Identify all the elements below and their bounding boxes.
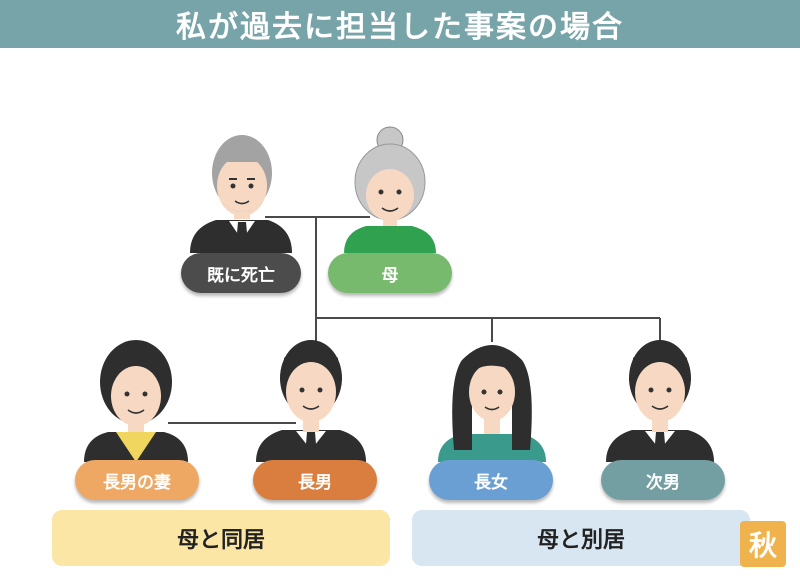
connector-lines [168, 216, 661, 424]
label-text: 長男の妻 [103, 472, 171, 493]
man-icon [606, 340, 714, 462]
elderly-woman-icon [344, 126, 436, 253]
label-text: 母 [381, 265, 399, 286]
label-eldest-son-wife: 長男の妻 [75, 460, 199, 500]
label-text: 長女 [474, 472, 508, 493]
group-text: 母と同居 [176, 528, 265, 553]
stamp-text: 秋 [748, 529, 777, 562]
elderly-man-icon [190, 135, 292, 253]
title-bar: 私が過去に担当した事案の場合 [0, 0, 800, 48]
page-title: 私が過去に担当した事案の場合 [176, 10, 624, 45]
label-eldest-son: 長男 [253, 460, 377, 500]
label-text: 長男 [298, 472, 332, 493]
label-text: 次男 [646, 472, 680, 493]
group-separate-from-mother: 母と別居 [412, 510, 750, 566]
group-text: 母と別居 [536, 528, 625, 553]
woman-long-hair-icon [438, 345, 546, 462]
label-mother: 母 [328, 253, 452, 293]
logo-stamp: 秋 [740, 521, 786, 567]
label-deceased-father: 既に死亡 [181, 253, 301, 293]
group-cohabit-with-mother: 母と同居 [52, 510, 390, 566]
man-icon [256, 340, 366, 462]
label-second-son: 次男 [601, 460, 725, 500]
woman-short-hair-icon [84, 340, 188, 462]
label-eldest-daughter: 長女 [429, 460, 553, 500]
label-text: 既に死亡 [207, 265, 275, 286]
